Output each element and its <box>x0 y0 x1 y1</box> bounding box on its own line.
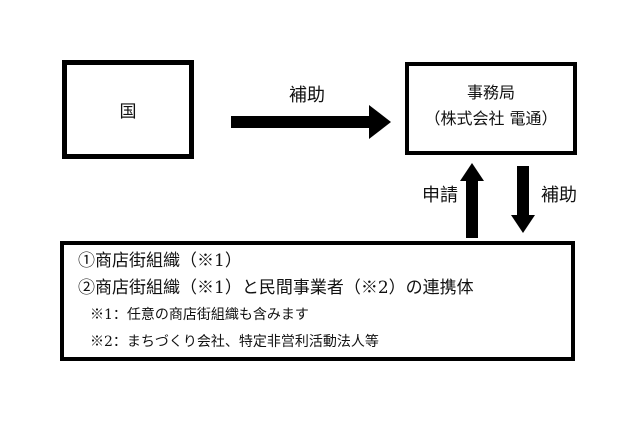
applicant-type-1: ①商店街組織（※1） <box>78 251 242 271</box>
national-government-label: 国 <box>119 102 137 122</box>
applicant-type-2: ②商店街組織（※1）と民間事業者（※2）の連携体 <box>78 278 474 298</box>
subsidy-down-arrow-icon <box>511 166 535 233</box>
national-government-box: 国 <box>62 60 194 159</box>
application-up-arrow-icon <box>460 163 484 238</box>
application-up-arrow-label: 申請 <box>422 185 458 206</box>
applicant-footnote-2: ※2：まちづくり会社、特定非営利活動法人等 <box>90 334 379 350</box>
applicant-box: ①商店街組織（※1） ②商店街組織（※1）と民間事業者（※2）の連携体 ※1：任… <box>60 241 575 361</box>
subsidy-right-arrow-icon <box>231 105 391 139</box>
secretariat-title: 事務局 <box>466 82 515 102</box>
secretariat-subtitle: （株式会社 電通） <box>424 108 558 128</box>
subsidy-right-arrow-label: 補助 <box>289 85 325 106</box>
applicant-footnote-1: ※1：任意の商店街組織も含みます <box>90 307 309 323</box>
secretariat-box: 事務局 （株式会社 電通） <box>405 62 577 155</box>
subsidy-down-arrow-label: 補助 <box>541 185 577 206</box>
